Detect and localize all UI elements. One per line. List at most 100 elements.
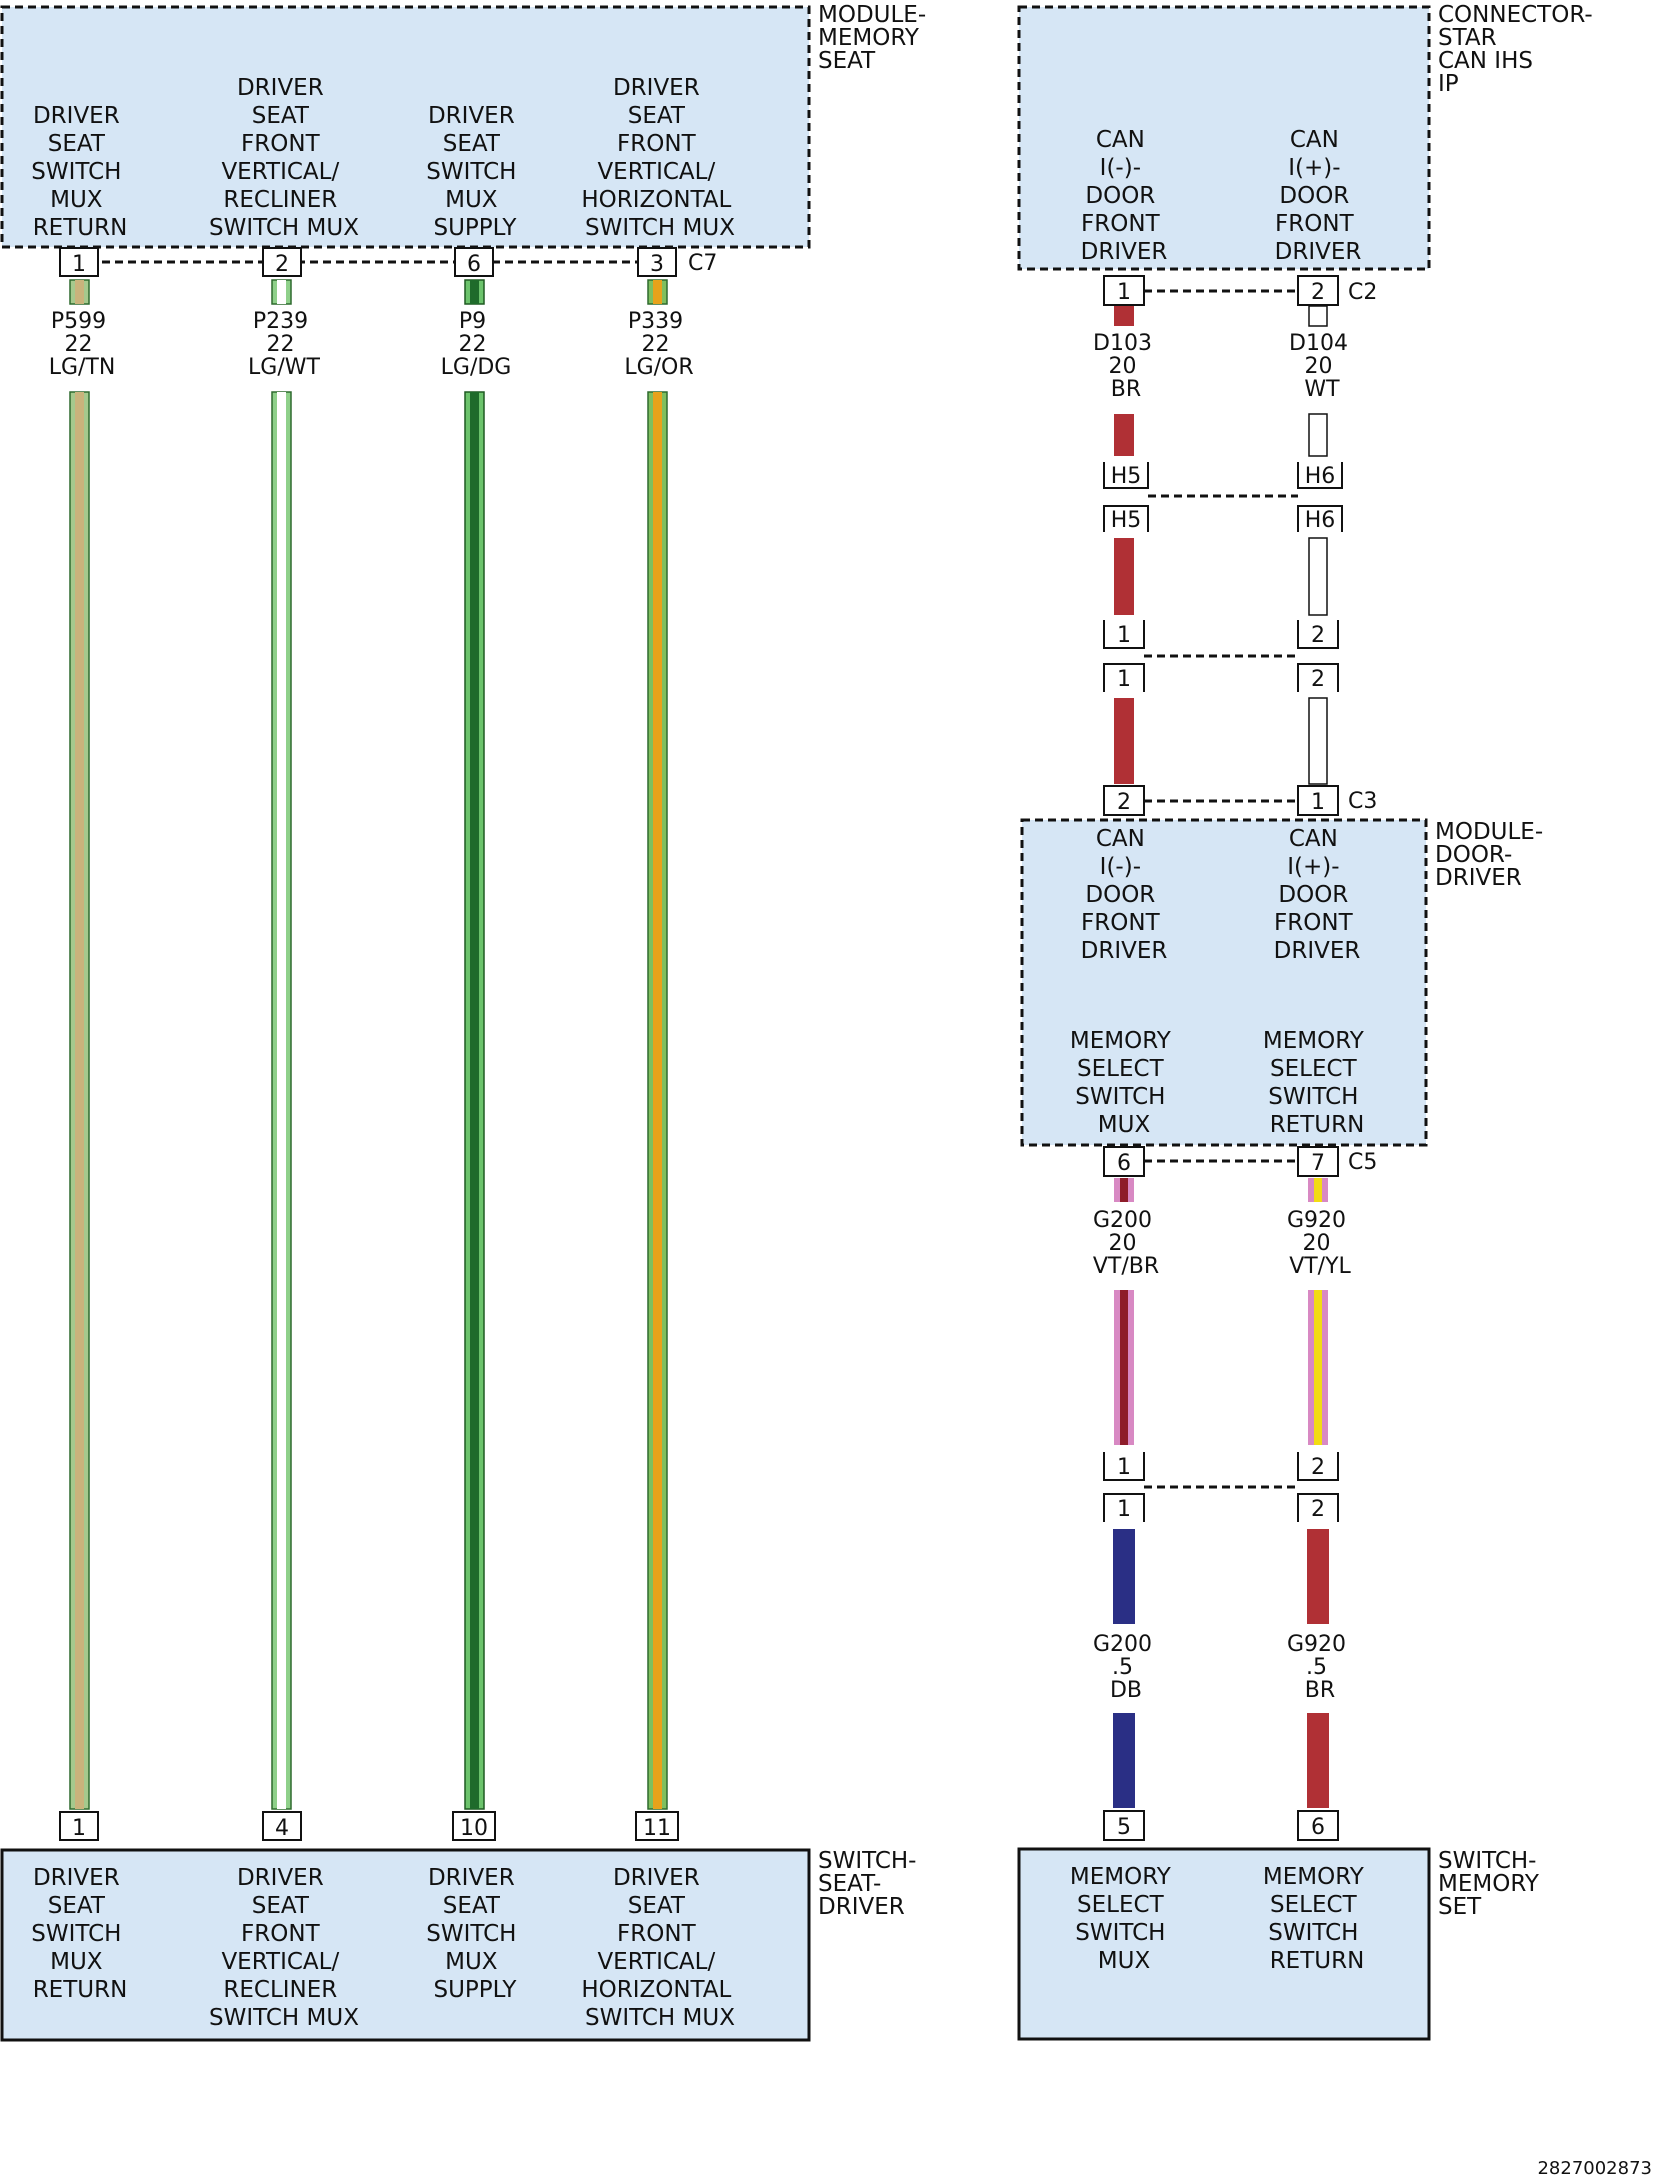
wire-p599-label: P599 22 LG/TN xyxy=(49,309,116,380)
wire-p599 xyxy=(69,279,90,1810)
seat-switch-pin-11: 11 xyxy=(635,1811,679,1841)
wire-g200-lower-label: G200 .5 DB xyxy=(1093,1632,1159,1703)
wire-d103 xyxy=(1114,306,1134,784)
c5-pin-6: 6 xyxy=(1103,1146,1145,1177)
seat-module-function-2: DRIVER SEAT FRONT VERTICAL/ RECLINER SWI… xyxy=(209,75,359,241)
seat-switch-pin-4: 4 xyxy=(262,1811,302,1841)
switch-memory-set-box xyxy=(1017,1847,1431,2041)
c7-pin-1: 1 xyxy=(59,247,99,277)
svg-text:2: 2 xyxy=(1311,1455,1325,1480)
seat-switch-function-3: DRIVER SEAT SWITCH MUX SUPPLY xyxy=(426,1865,524,2003)
module-memory-seat-name: MODULE- MEMORY SEAT xyxy=(818,2,933,74)
wire-g920-br xyxy=(1307,1529,1329,1808)
c2-pin-1: 1 xyxy=(1103,275,1145,306)
c2-pin-2: 2 xyxy=(1297,275,1339,306)
inline-connector-mem-1-2: 1 1 2 2 xyxy=(1103,1452,1339,1522)
svg-text:1: 1 xyxy=(1117,623,1131,648)
svg-text:6: 6 xyxy=(1117,1151,1131,1176)
wire-g920-upper-label: G920 20 VT/YL xyxy=(1287,1208,1353,1279)
memory-switch-pin-5: 5 xyxy=(1103,1810,1145,1841)
svg-text:H5: H5 xyxy=(1111,508,1142,533)
c2-connector-name: C2 xyxy=(1348,280,1377,305)
inline-pin-h6-bottom: H6 xyxy=(1297,505,1343,533)
c5-pin-7: 7 xyxy=(1297,1146,1339,1177)
wire-p339-label: P339 22 LG/OR xyxy=(624,309,693,380)
switch-memory-set: 5 6 SWITCH- MEMORY SET MEMORY SELECT SWI… xyxy=(1017,1810,1546,2041)
seat-module-function-4: DRIVER SEAT FRONT VERTICAL/ HORIZONTAL S… xyxy=(581,75,738,241)
svg-text:H5: H5 xyxy=(1111,464,1142,489)
wire-d104-label: D104 20 WT xyxy=(1289,331,1355,402)
wire-g920-lower-label: G920 .5 BR xyxy=(1287,1632,1353,1703)
svg-text:11: 11 xyxy=(643,1816,671,1841)
module-door-driver-box xyxy=(1020,818,1428,1147)
memory-wires: G200 20 VT/BR G920 20 VT/YL 1 1 2 xyxy=(1093,1178,1353,1808)
memory-switch-pin-6: 6 xyxy=(1297,1810,1339,1841)
svg-text:1: 1 xyxy=(1117,1455,1131,1480)
inline-pin-h5-top: H5 xyxy=(1103,462,1149,489)
svg-text:2: 2 xyxy=(1311,623,1325,648)
module-memory-seat-box xyxy=(0,5,811,249)
seat-switch-pin-10: 10 xyxy=(452,1811,496,1841)
inline-mem-pin-1-bottom: 1 xyxy=(1103,1493,1145,1522)
svg-text:3: 3 xyxy=(650,252,664,277)
seat-wires: P599 22 LG/TN P239 22 LG/WT P9 22 LG/DG … xyxy=(49,279,694,1810)
can-wires: D103 20 BR D104 20 WT H5 H5 H6 xyxy=(1093,305,1355,785)
inline-mem-pin-2-top: 2 xyxy=(1297,1452,1339,1481)
switch-seat-driver-box xyxy=(0,1848,811,2042)
switch-memory-set-name: SWITCH- MEMORY SET xyxy=(1438,1848,1546,1920)
wire-g200-vt-br xyxy=(1114,1178,1134,1445)
c3-pin-2: 2 xyxy=(1103,785,1145,816)
wire-p339 xyxy=(647,279,668,1810)
connector-star-function-1: CAN I(-)- DOOR FRONT DRIVER xyxy=(1081,127,1168,265)
svg-text:6: 6 xyxy=(467,252,481,277)
svg-text:2: 2 xyxy=(1311,1497,1325,1522)
inline-mem-pin-1-top: 1 xyxy=(1103,1452,1145,1481)
seat-module-function-3: DRIVER SEAT SWITCH MUX SUPPLY xyxy=(426,103,524,241)
wire-d103-label: D103 20 BR xyxy=(1093,331,1159,402)
door-can-function-2: CAN I(+)- DOOR FRONT DRIVER xyxy=(1274,826,1361,964)
module-memory-seat: MODULE- MEMORY SEAT DRIVER SEAT SWITCH M… xyxy=(0,2,933,277)
wire-p9 xyxy=(464,279,485,1810)
c7-connector-name: C7 xyxy=(688,251,717,276)
svg-text:1: 1 xyxy=(72,1816,86,1841)
seat-switch-function-4: DRIVER SEAT FRONT VERTICAL/ HORIZONTAL S… xyxy=(581,1865,738,2031)
door-can-function-1: CAN I(-)- DOOR FRONT DRIVER xyxy=(1081,826,1168,964)
module-door-driver-name: MODULE- DOOR- DRIVER xyxy=(1435,819,1550,891)
inline-mem-pin-2-bottom: 2 xyxy=(1297,1493,1339,1522)
memory-switch-function-2: MEMORY SELECT SWITCH RETURN xyxy=(1263,1864,1371,1974)
wire-d104 xyxy=(1308,305,1328,785)
svg-text:2: 2 xyxy=(1311,280,1325,305)
svg-text:1: 1 xyxy=(1117,1497,1131,1522)
svg-text:10: 10 xyxy=(460,1816,488,1841)
svg-text:6: 6 xyxy=(1311,1815,1325,1840)
svg-text:2: 2 xyxy=(275,252,289,277)
wire-p9-label: P9 22 LG/DG xyxy=(441,309,512,380)
inline-pin-h6-top: H6 xyxy=(1297,462,1343,489)
module-door-driver: 2 1 C3 MODULE- DOOR- DRIVER CAN I(-)- DO… xyxy=(1020,785,1550,1177)
inline-connector-h5-h6: H5 H5 H6 H6 xyxy=(1103,462,1343,533)
inline-connector-1-2: 1 1 2 2 xyxy=(1103,620,1339,692)
svg-text:H6: H6 xyxy=(1305,464,1336,489)
svg-text:1: 1 xyxy=(1117,280,1131,305)
wire-p239 xyxy=(271,279,292,1810)
switch-seat-driver: 1 4 10 11 SWITCH- SEAT- DRIVER DRIVER SE… xyxy=(0,1811,916,2042)
memory-switch-function-1: MEMORY SELECT SWITCH MUX xyxy=(1070,1864,1178,1974)
svg-text:H6: H6 xyxy=(1305,508,1336,533)
c7-pin-6: 6 xyxy=(454,247,494,277)
svg-text:1: 1 xyxy=(1117,667,1131,692)
svg-text:2: 2 xyxy=(1117,790,1131,815)
svg-text:2: 2 xyxy=(1311,667,1325,692)
c3-pin-1: 1 xyxy=(1297,785,1339,816)
svg-text:1: 1 xyxy=(1311,790,1325,815)
connector-star-function-2: CAN I(+)- DOOR FRONT DRIVER xyxy=(1275,127,1362,265)
door-memory-function-2: MEMORY SELECT SWITCH RETURN xyxy=(1263,1028,1371,1138)
seat-module-function-1: DRIVER SEAT SWITCH MUX RETURN xyxy=(31,103,129,241)
svg-text:7: 7 xyxy=(1311,1151,1325,1176)
c3-connector-name: C3 xyxy=(1348,789,1377,814)
connector-star-name: CONNECTOR- STAR CAN IHS IP xyxy=(1438,2,1600,97)
connector-star-box xyxy=(1017,5,1431,271)
svg-text:1: 1 xyxy=(72,252,86,277)
c7-pin-3: 3 xyxy=(637,247,677,277)
wire-p239-label: P239 22 LG/WT xyxy=(248,309,320,380)
